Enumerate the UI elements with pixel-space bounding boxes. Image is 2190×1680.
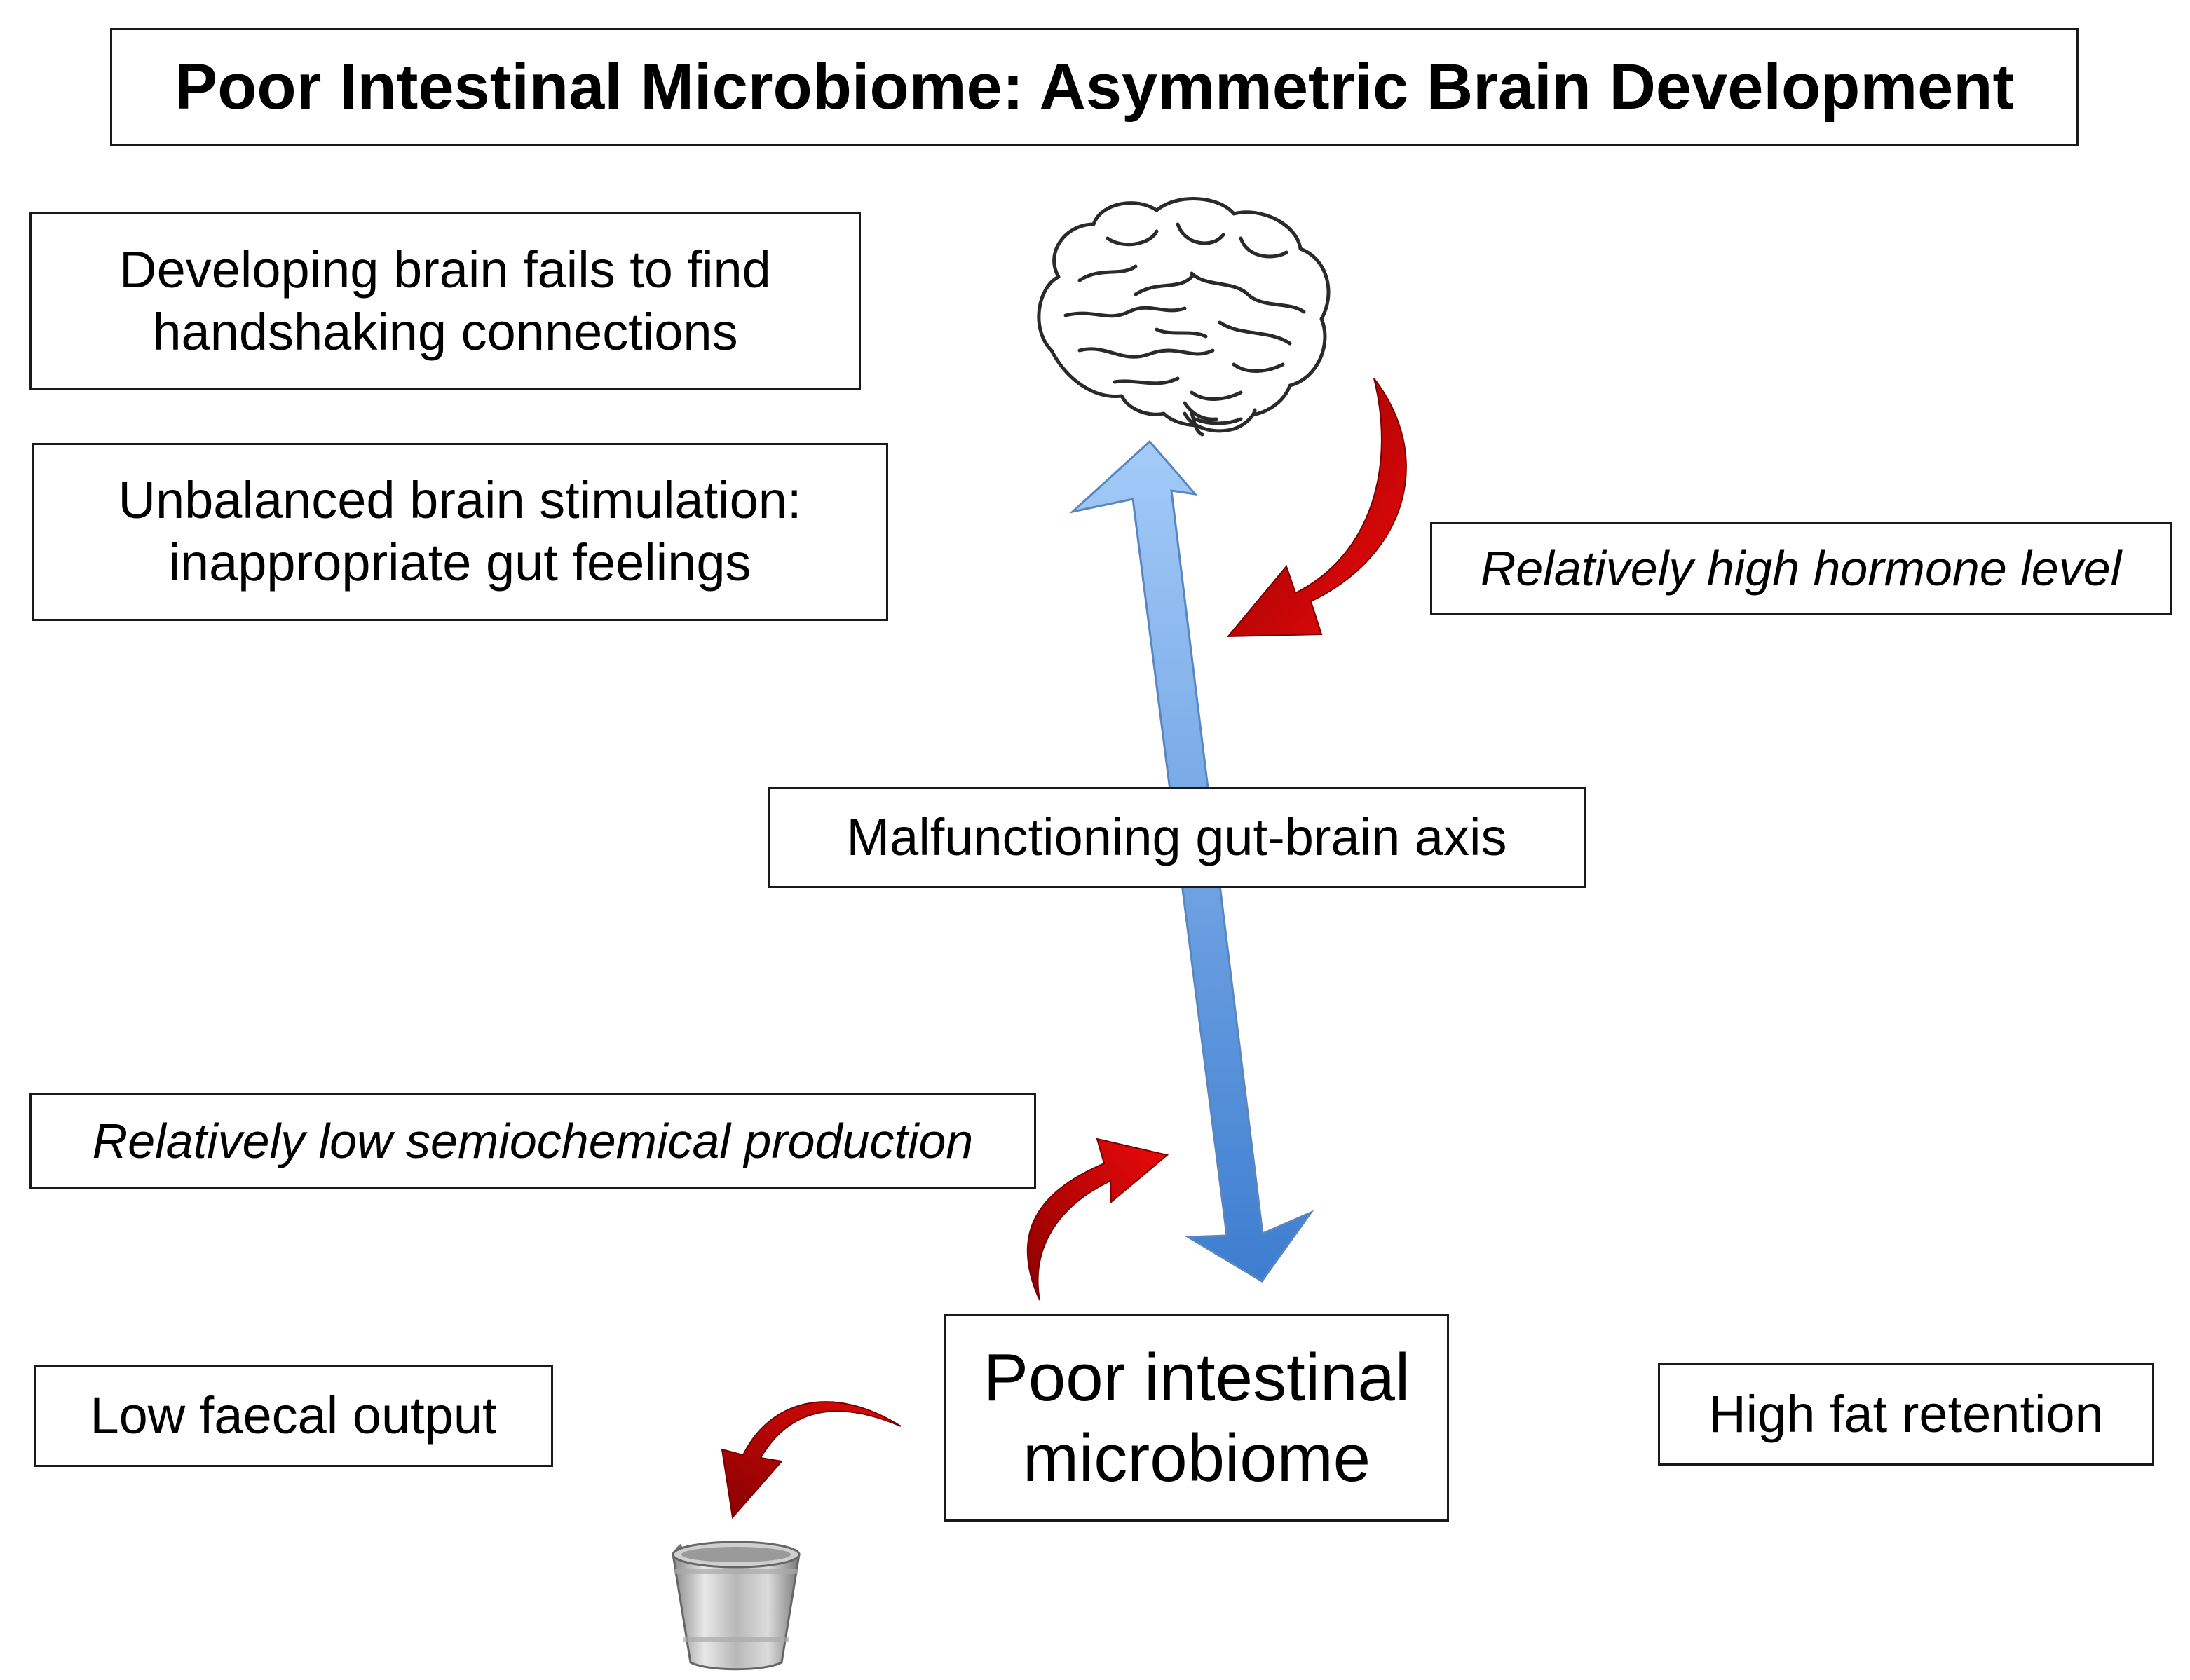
brain-icon — [1037, 197, 1331, 437]
page-title: Poor Intestinal Microbiome: Asymmetric B… — [110, 28, 2079, 146]
curved-arrow-semiochemical — [1026, 1138, 1169, 1301]
curved-arrow-faecal — [721, 1401, 902, 1519]
faecal-output-box: Low faecal output — [34, 1365, 553, 1467]
curved-arrow-hormone — [1226, 378, 1407, 638]
handshaking-connections-box: Developing brain fails to find handshaki… — [29, 212, 861, 390]
gut-brain-axis-box: Malfunctioning gut-brain axis — [768, 787, 1586, 888]
bucket-icon — [672, 1541, 801, 1671]
brain-stimulation-box: Unbalanced brain stimulation: inappropri… — [32, 443, 888, 621]
semiochemical-production-box: Relatively low semiochemical production — [29, 1093, 1036, 1189]
fat-retention-box: High fat retention — [1658, 1363, 2154, 1466]
hormone-level-box: Relatively high hormone level — [1430, 522, 2172, 615]
intestinal-microbiome-box: Poor intestinal microbiome — [944, 1314, 1449, 1522]
